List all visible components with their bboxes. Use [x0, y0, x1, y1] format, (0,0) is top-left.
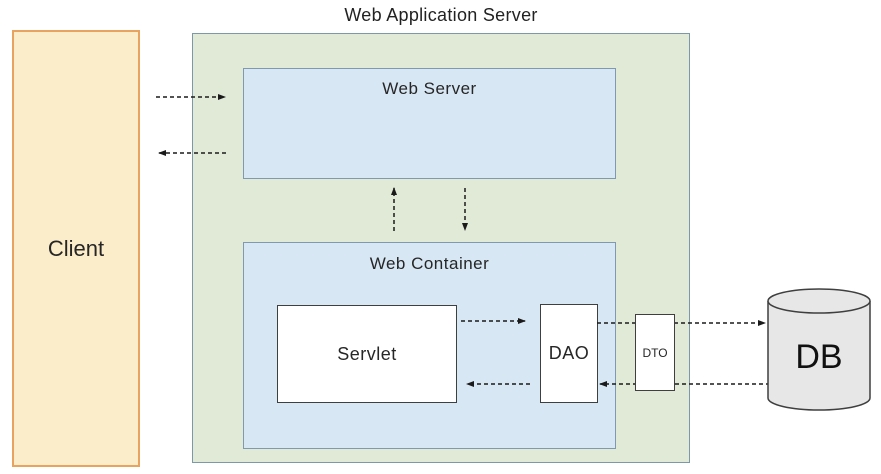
web-server-node: Web Server [243, 68, 616, 179]
web-container-label: Web Container [369, 254, 490, 273]
dto-label: DTO [642, 345, 668, 360]
servlet-label: Servlet [337, 343, 397, 364]
dao-node: DAO [540, 304, 598, 403]
web-application-server-node: Web Server Web Container Servlet DAO DTO [192, 33, 690, 463]
client-label: Client [47, 235, 105, 261]
db-label: DB [795, 338, 842, 376]
db-node: DB [766, 286, 872, 414]
servlet-node: Servlet [277, 305, 457, 403]
client-node: Client [12, 30, 140, 467]
web-container-node: Web Container Servlet DAO [243, 242, 616, 449]
dto-node: DTO [635, 314, 675, 391]
db-cylinder-icon: DB [767, 288, 871, 411]
web-server-label: Web Server [382, 79, 477, 98]
was-title: Web Application Server [344, 5, 538, 25]
dao-label: DAO [548, 343, 590, 363]
